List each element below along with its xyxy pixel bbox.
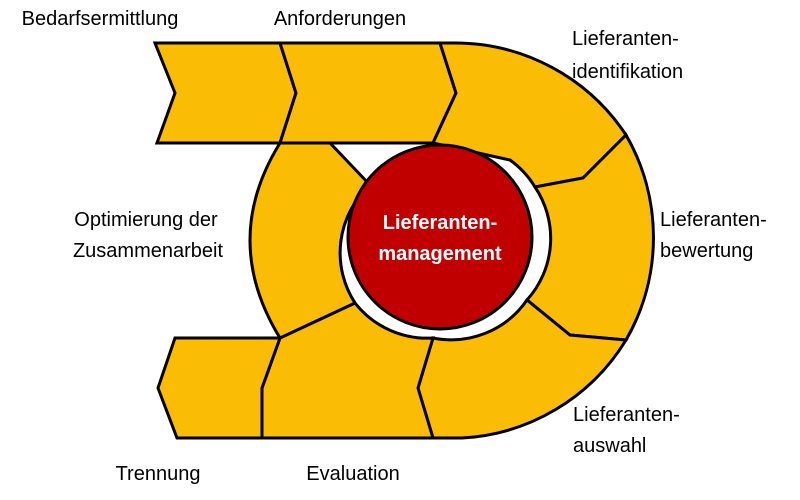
label-optimierung-line2: Zusammenarbeit	[73, 240, 224, 262]
label-bewertung-line1: Lieferanten-	[660, 209, 767, 231]
segment-anforderungen	[277, 41, 458, 145]
segment-bedarfsermittlung	[152, 41, 298, 145]
label-auswahl-line1: Lieferanten-	[573, 404, 680, 426]
center-hub	[346, 143, 534, 331]
label-identifikation-line2: identifikation	[572, 61, 683, 83]
label-trennung: Trennung	[116, 463, 201, 485]
label-identifikation-line1: Lieferanten-	[572, 28, 679, 50]
center-label-line1: Lieferanten-	[383, 212, 497, 234]
label-bedarfsermittlung: Bedarfsermittlung	[22, 8, 179, 30]
segment-trennung	[156, 336, 283, 440]
segment-identifikation	[430, 41, 628, 189]
label-bewertung-line2: bewertung	[660, 240, 753, 262]
label-auswahl-line2: auswahl	[573, 435, 646, 457]
label-evaluation: Evaluation	[306, 463, 399, 485]
center-label-line2: management	[378, 243, 502, 265]
segment-evaluation	[260, 301, 436, 440]
label-anforderungen: Anforderungen	[274, 8, 406, 30]
label-optimierung-line1: Optimierung der	[74, 209, 218, 231]
